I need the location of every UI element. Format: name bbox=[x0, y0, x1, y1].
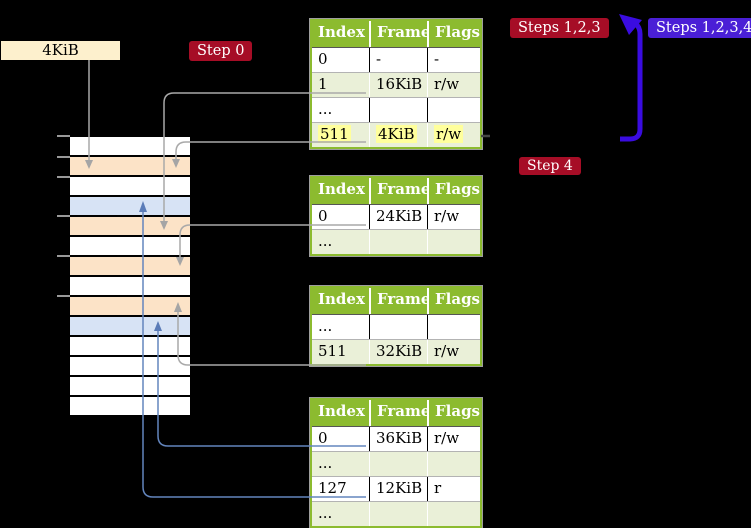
address-tick bbox=[57, 176, 70, 178]
table-cell bbox=[427, 230, 480, 254]
table-cell bbox=[369, 98, 427, 122]
memory-row-frame bbox=[70, 295, 190, 315]
memory-row-plain bbox=[70, 335, 190, 355]
table-cell: r/w bbox=[427, 205, 480, 229]
column-header-index: Index bbox=[318, 23, 365, 41]
big-loop-arrow bbox=[620, 21, 643, 142]
column-header-flags: Flags bbox=[427, 21, 480, 47]
table-cell: r/w bbox=[427, 427, 480, 451]
table-row: ... bbox=[312, 315, 480, 339]
table-row: ... bbox=[312, 451, 480, 476]
memory-row-frame bbox=[70, 215, 190, 235]
table-cell: - bbox=[369, 48, 427, 72]
table-cell: r/w bbox=[427, 73, 480, 97]
table-row: 0 -- bbox=[312, 48, 480, 72]
table-cell: ... bbox=[318, 504, 333, 522]
column-header-index: Index bbox=[318, 180, 365, 198]
table-cell: ... bbox=[318, 454, 333, 472]
table-cell: 511 bbox=[318, 125, 351, 143]
column-header-index: Index bbox=[318, 290, 365, 308]
table-cell: 0 bbox=[318, 50, 328, 68]
column-header-frame: Frame bbox=[369, 288, 427, 314]
column-header-frame: Frame bbox=[369, 178, 427, 204]
page-size-label-box: 4KiB bbox=[1, 41, 120, 60]
table-cell bbox=[427, 98, 480, 122]
table-cell bbox=[369, 230, 427, 254]
column-header-frame: Frame bbox=[369, 21, 427, 47]
table-row: ... bbox=[312, 97, 480, 122]
memory-row-frame bbox=[70, 255, 190, 275]
badge-steps-1-2-3: Steps 1,2,3 bbox=[510, 18, 609, 38]
badge-step-0: Step 0 bbox=[189, 41, 253, 61]
table-row: ... bbox=[312, 229, 480, 254]
table-cell: ... bbox=[318, 100, 333, 118]
column-header-index: Index bbox=[318, 402, 365, 420]
address-tick bbox=[57, 215, 70, 217]
table-cell: 12KiB bbox=[369, 477, 427, 501]
column-header-flags: Flags bbox=[427, 288, 480, 314]
badge-steps-1-2-3-4: Steps 1,2,3,4 bbox=[648, 18, 751, 38]
address-tick bbox=[57, 135, 70, 137]
table-cell: ... bbox=[318, 317, 333, 335]
memory-row-plain bbox=[70, 275, 190, 295]
table-cell: 32KiB bbox=[369, 340, 427, 364]
table-cell: 1 bbox=[318, 75, 328, 93]
memory-row-plain bbox=[70, 355, 190, 375]
memory-row-frame bbox=[70, 155, 190, 175]
table-cell: r/w bbox=[427, 123, 480, 147]
table-cell: r bbox=[427, 477, 480, 501]
address-tick bbox=[57, 295, 70, 297]
table-cell: 127 bbox=[318, 479, 347, 497]
column-header-frame: Frame bbox=[369, 400, 427, 426]
table-cell bbox=[427, 315, 480, 339]
big-loop-arrowhead-icon bbox=[619, 14, 642, 35]
table-cell: r/w bbox=[427, 340, 480, 364]
column-header-flags: Flags bbox=[427, 400, 480, 426]
column-header-flags: Flags bbox=[427, 178, 480, 204]
table-cell bbox=[369, 502, 427, 526]
table-cell: 0 bbox=[318, 207, 328, 225]
memory-row-plain bbox=[70, 395, 190, 417]
memory-row-mapped bbox=[70, 315, 190, 335]
table-cell: 511 bbox=[318, 342, 347, 360]
address-tick bbox=[57, 255, 70, 257]
badge-step-4: Step 4 bbox=[519, 157, 581, 175]
memory-row-plain bbox=[70, 175, 190, 195]
table-cell: 0 bbox=[318, 429, 328, 447]
table-cell: 36KiB bbox=[369, 427, 427, 451]
memory-row-plain bbox=[70, 375, 190, 395]
table-row: ... bbox=[312, 501, 480, 526]
table-cell: - bbox=[427, 48, 480, 72]
memory-stack bbox=[70, 135, 190, 417]
memory-row-mapped bbox=[70, 195, 190, 215]
table-cell: 16KiB bbox=[369, 73, 427, 97]
table-cell bbox=[427, 452, 480, 476]
table-cell bbox=[369, 315, 427, 339]
table-cell: 24KiB bbox=[369, 205, 427, 229]
table-cell bbox=[427, 502, 480, 526]
memory-row-plain bbox=[70, 135, 190, 155]
table-cell: 4KiB bbox=[369, 123, 427, 147]
table-cell bbox=[369, 452, 427, 476]
table-cell: ... bbox=[318, 232, 333, 250]
address-tick bbox=[57, 156, 70, 158]
memory-row-plain bbox=[70, 235, 190, 255]
